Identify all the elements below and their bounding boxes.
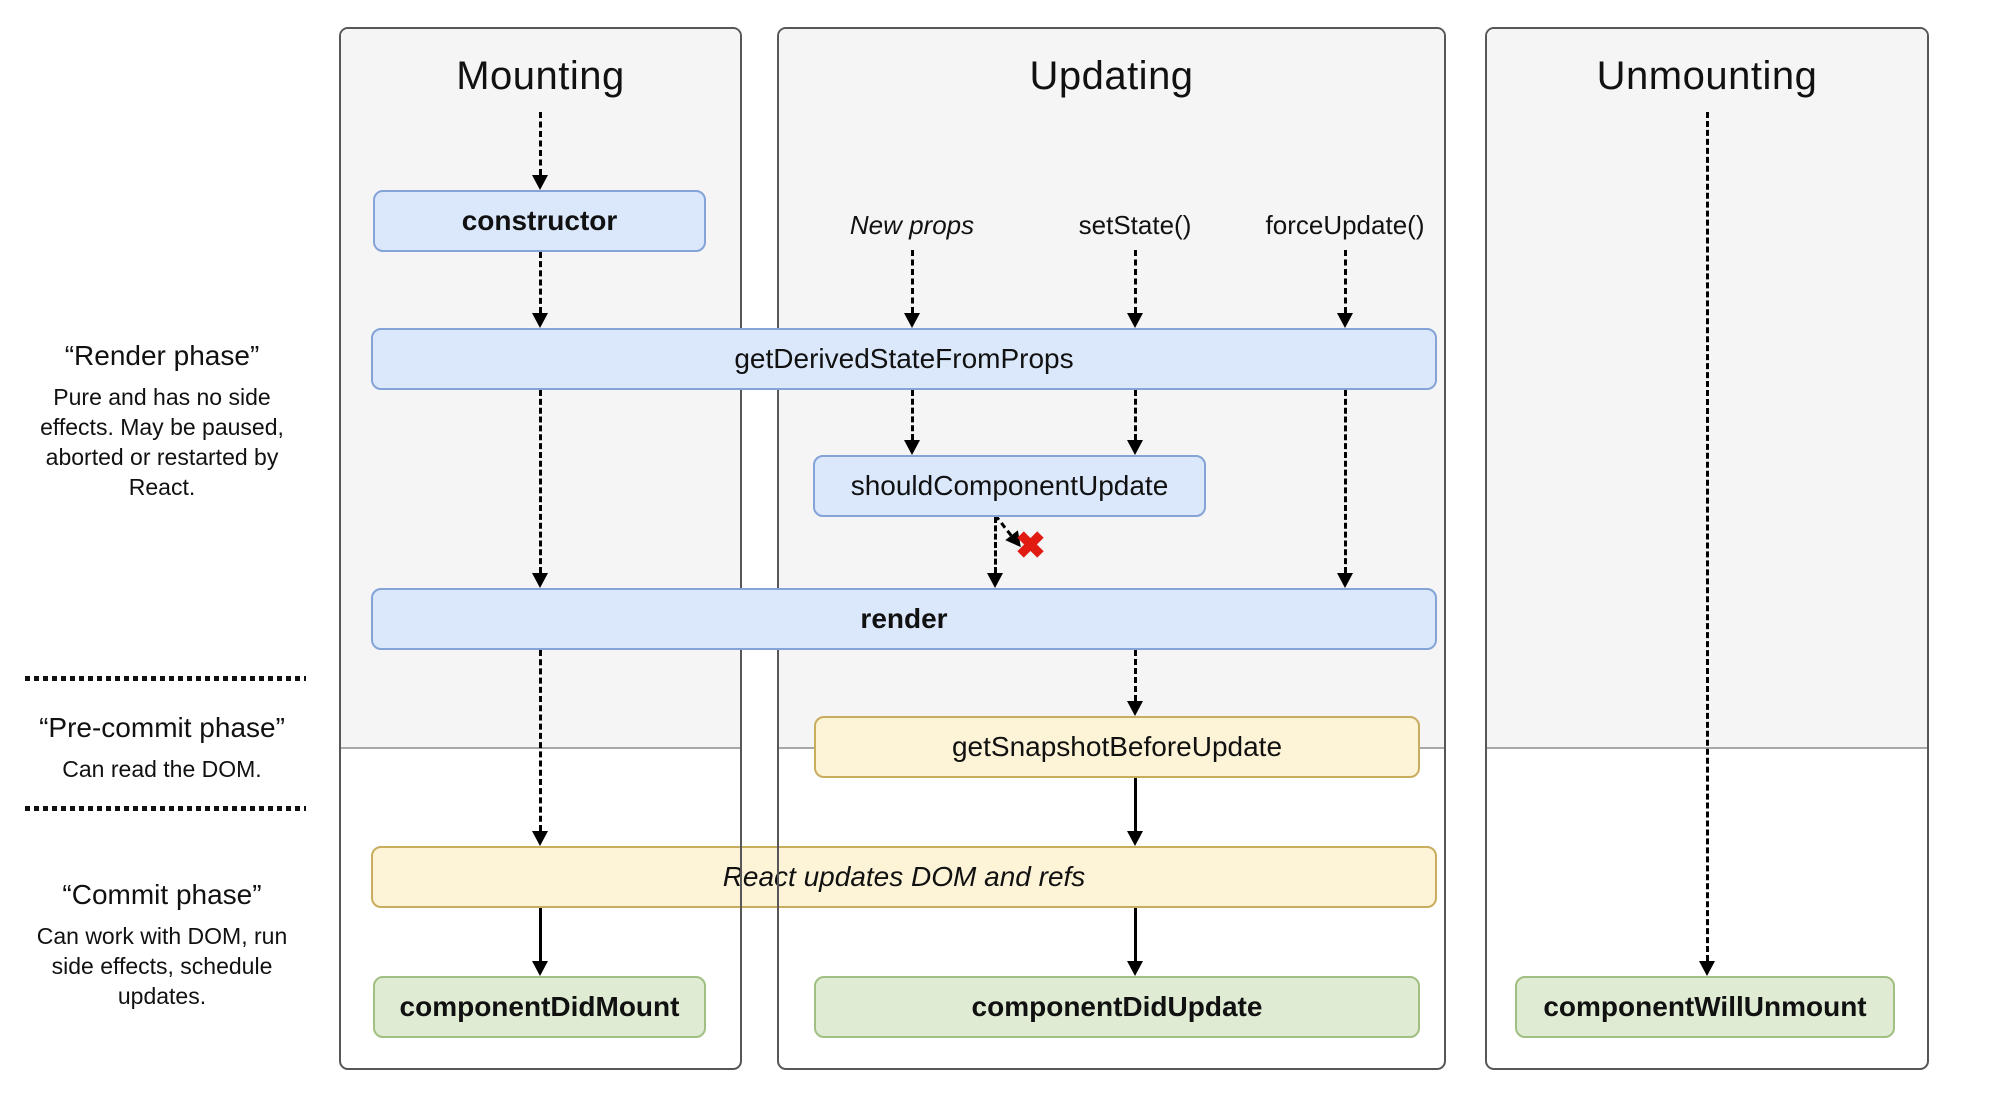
- trigger-new-props: New props: [849, 210, 975, 240]
- dotted-divider-top: [25, 676, 306, 681]
- get-snapshot-before-update-label: getSnapshotBeforeUpdate: [951, 731, 1283, 762]
- component-did-update-label: componentDidUpdate: [971, 991, 1263, 1022]
- react-updates-dom-label: React updates DOM and refs: [722, 861, 1086, 892]
- pre-commit-phase-note: “Pre-commit phase” Can read the DOM.: [16, 712, 308, 784]
- abort-cross-icon: ✖: [1015, 525, 1047, 566]
- render-phase-title: “Render phase”: [64, 340, 260, 371]
- get-snapshot-before-update-box[interactable]: getSnapshotBeforeUpdate: [814, 716, 1420, 778]
- render-phase-note: “Render phase” Pure and has no side effe…: [16, 340, 308, 502]
- constructor-box[interactable]: constructor: [373, 190, 706, 252]
- panel-border-overlay-right: [777, 846, 779, 908]
- updating-title: Updating: [1029, 54, 1194, 98]
- mounting-title: Mounting: [456, 54, 625, 98]
- component-will-unmount-label: componentWillUnmount: [1543, 991, 1867, 1022]
- component-will-unmount-box[interactable]: componentWillUnmount: [1515, 976, 1895, 1038]
- panel-border-overlay-left: [740, 846, 742, 908]
- render-box[interactable]: render: [371, 588, 1437, 650]
- constructor-label: constructor: [461, 205, 618, 236]
- component-did-update-box[interactable]: componentDidUpdate: [814, 976, 1420, 1038]
- unmounting-title: Unmounting: [1596, 54, 1818, 98]
- component-did-mount-box[interactable]: componentDidMount: [373, 976, 706, 1038]
- render-phase-desc: Pure and has no side effects. May be pau…: [40, 384, 284, 500]
- react-updates-dom-box: React updates DOM and refs: [371, 846, 1437, 908]
- get-derived-state-from-props-label: getDerivedStateFromProps: [734, 343, 1074, 374]
- should-component-update-label: shouldComponentUpdate: [850, 470, 1169, 501]
- component-did-mount-label: componentDidMount: [399, 991, 680, 1022]
- render-label: render: [860, 603, 948, 634]
- commit-phase-title: “Commit phase”: [62, 879, 262, 910]
- dotted-divider-bottom: [25, 806, 306, 811]
- pre-commit-phase-title: “Pre-commit phase”: [39, 712, 285, 743]
- trigger-set-state: setState(): [1078, 210, 1192, 240]
- trigger-force-update: forceUpdate(): [1265, 210, 1425, 240]
- pre-commit-phase-desc: Can read the DOM.: [62, 756, 262, 782]
- should-component-update-box[interactable]: shouldComponentUpdate: [813, 455, 1206, 517]
- commit-phase-note: “Commit phase” Can work with DOM, run si…: [16, 879, 308, 1011]
- get-derived-state-from-props-box[interactable]: getDerivedStateFromProps: [371, 328, 1437, 390]
- commit-phase-desc: Can work with DOM, run side effects, sch…: [36, 923, 288, 1009]
